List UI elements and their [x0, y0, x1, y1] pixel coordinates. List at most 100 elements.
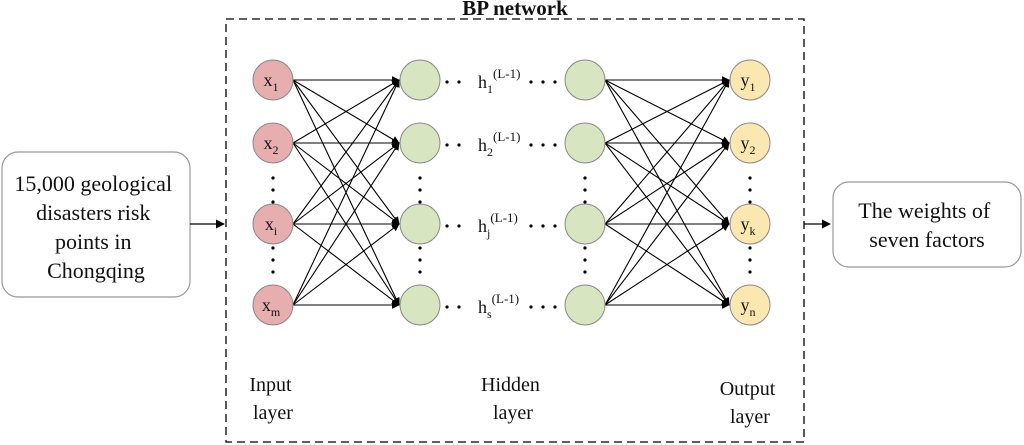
horizontal-dot [553, 224, 557, 228]
hidden-output-connection [604, 79, 730, 144]
hidden-output-connection [604, 223, 730, 306]
horizontal-dot [457, 305, 461, 309]
input-box-line: points in [55, 229, 131, 254]
hidden-node-label: h2(L-1) [478, 129, 520, 159]
bp-network-frame [225, 18, 805, 443]
vertical-dot [583, 200, 587, 204]
node-label-base: y [741, 295, 750, 315]
vertical-dot [418, 246, 422, 250]
vertical-dot [271, 258, 275, 262]
hidden-node-first [399, 122, 441, 164]
input-node [252, 284, 294, 326]
node-label-base: h [478, 135, 487, 155]
node-label-base: h [478, 216, 487, 236]
vertical-dot [271, 176, 275, 180]
vertical-dot [583, 188, 587, 192]
vertical-dot [418, 176, 422, 180]
node-label: xm [262, 295, 281, 319]
input-box-line: Chongqing [47, 258, 145, 283]
vertical-dot [418, 200, 422, 204]
vertical-dot [418, 270, 422, 274]
horizontal-dot [541, 143, 545, 147]
horizontal-dot [529, 224, 533, 228]
output-node [729, 203, 771, 245]
hidden-output-connection [604, 142, 730, 225]
output-node [729, 59, 771, 101]
vertical-dot [418, 188, 422, 192]
vertical-dot [748, 200, 752, 204]
hidden-node-label: hj(L-1) [478, 210, 518, 240]
node-label-subscript: 2 [487, 145, 493, 159]
node-label-base: x [264, 70, 273, 90]
horizontal-dot [445, 143, 449, 147]
node-label-base: x [264, 133, 273, 153]
node-label-subscript: m [271, 305, 281, 319]
output-node [729, 284, 771, 326]
vertical-dot [418, 258, 422, 262]
ellipsis-dots [271, 80, 752, 309]
vertical-dot [271, 200, 275, 204]
node-label-superscript: (L-1) [490, 210, 517, 225]
input-box-line: 15,000 geological [14, 171, 172, 196]
node-label-base: h [478, 297, 487, 317]
output-layer-label: Output layer [720, 378, 781, 428]
horizontal-dot [541, 80, 545, 84]
input-hidden-connection [292, 79, 400, 225]
hidden-node-label: h1(L-1) [478, 66, 520, 96]
node-label-subscript: 2 [273, 143, 279, 157]
input-hidden-connection [292, 142, 400, 225]
hidden-output-connection [604, 79, 730, 225]
horizontal-dot [445, 305, 449, 309]
input-layer-label: Input layer [249, 374, 296, 424]
horizontal-dot [541, 305, 545, 309]
hidden-output-connection [604, 79, 730, 306]
vertical-dot [748, 246, 752, 250]
vertical-dot [583, 258, 587, 262]
vertical-dot [271, 188, 275, 192]
horizontal-dot [457, 143, 461, 147]
node-label-base: y [741, 133, 750, 153]
input-hidden-connection [292, 223, 400, 306]
vertical-dot [748, 270, 752, 274]
hidden-node-last [564, 122, 606, 164]
node-label-subscript: i [274, 224, 278, 238]
horizontal-dot [529, 305, 533, 309]
input-layer-label-line: layer [253, 402, 293, 424]
horizontal-dot [553, 143, 557, 147]
vertical-dot [583, 246, 587, 250]
node-label-superscript: (L-1) [493, 66, 520, 81]
node-label-base: x [265, 214, 274, 234]
vertical-dot [271, 246, 275, 250]
horizontal-dot [553, 305, 557, 309]
node-label-subscript: 1 [750, 80, 756, 94]
node-label-superscript: (L-1) [493, 129, 520, 144]
hidden-layer-label-line: layer [493, 402, 533, 424]
horizontal-dot [445, 80, 449, 84]
hidden-node-first [399, 59, 441, 101]
node-label-base: y [741, 214, 750, 234]
output-node [729, 122, 771, 164]
node-label-subscript: 1 [273, 80, 279, 94]
hidden-node-last [564, 284, 606, 326]
node-label-subscript: j [486, 226, 490, 240]
vertical-dot [583, 176, 587, 180]
node-label-subscript: 2 [750, 143, 756, 157]
input-box-line: disasters risk [36, 200, 150, 225]
vertical-dot [748, 188, 752, 192]
input-node [252, 59, 294, 101]
node-label-base: x [262, 295, 271, 315]
hidden-output-connection [604, 142, 730, 306]
node-label-subscript: 1 [487, 82, 493, 96]
node-label: y1 [741, 70, 756, 94]
node-label: xi [265, 214, 278, 238]
horizontal-dot [457, 80, 461, 84]
output-layer-label-line: layer [730, 406, 770, 428]
output-box-line: The weights of [858, 198, 991, 223]
vertical-dot [748, 176, 752, 180]
vertical-dot [271, 270, 275, 274]
horizontal-dot [553, 80, 557, 84]
output-result-box [832, 181, 1022, 268]
vertical-dot [748, 258, 752, 262]
node-label: yk [741, 214, 756, 238]
